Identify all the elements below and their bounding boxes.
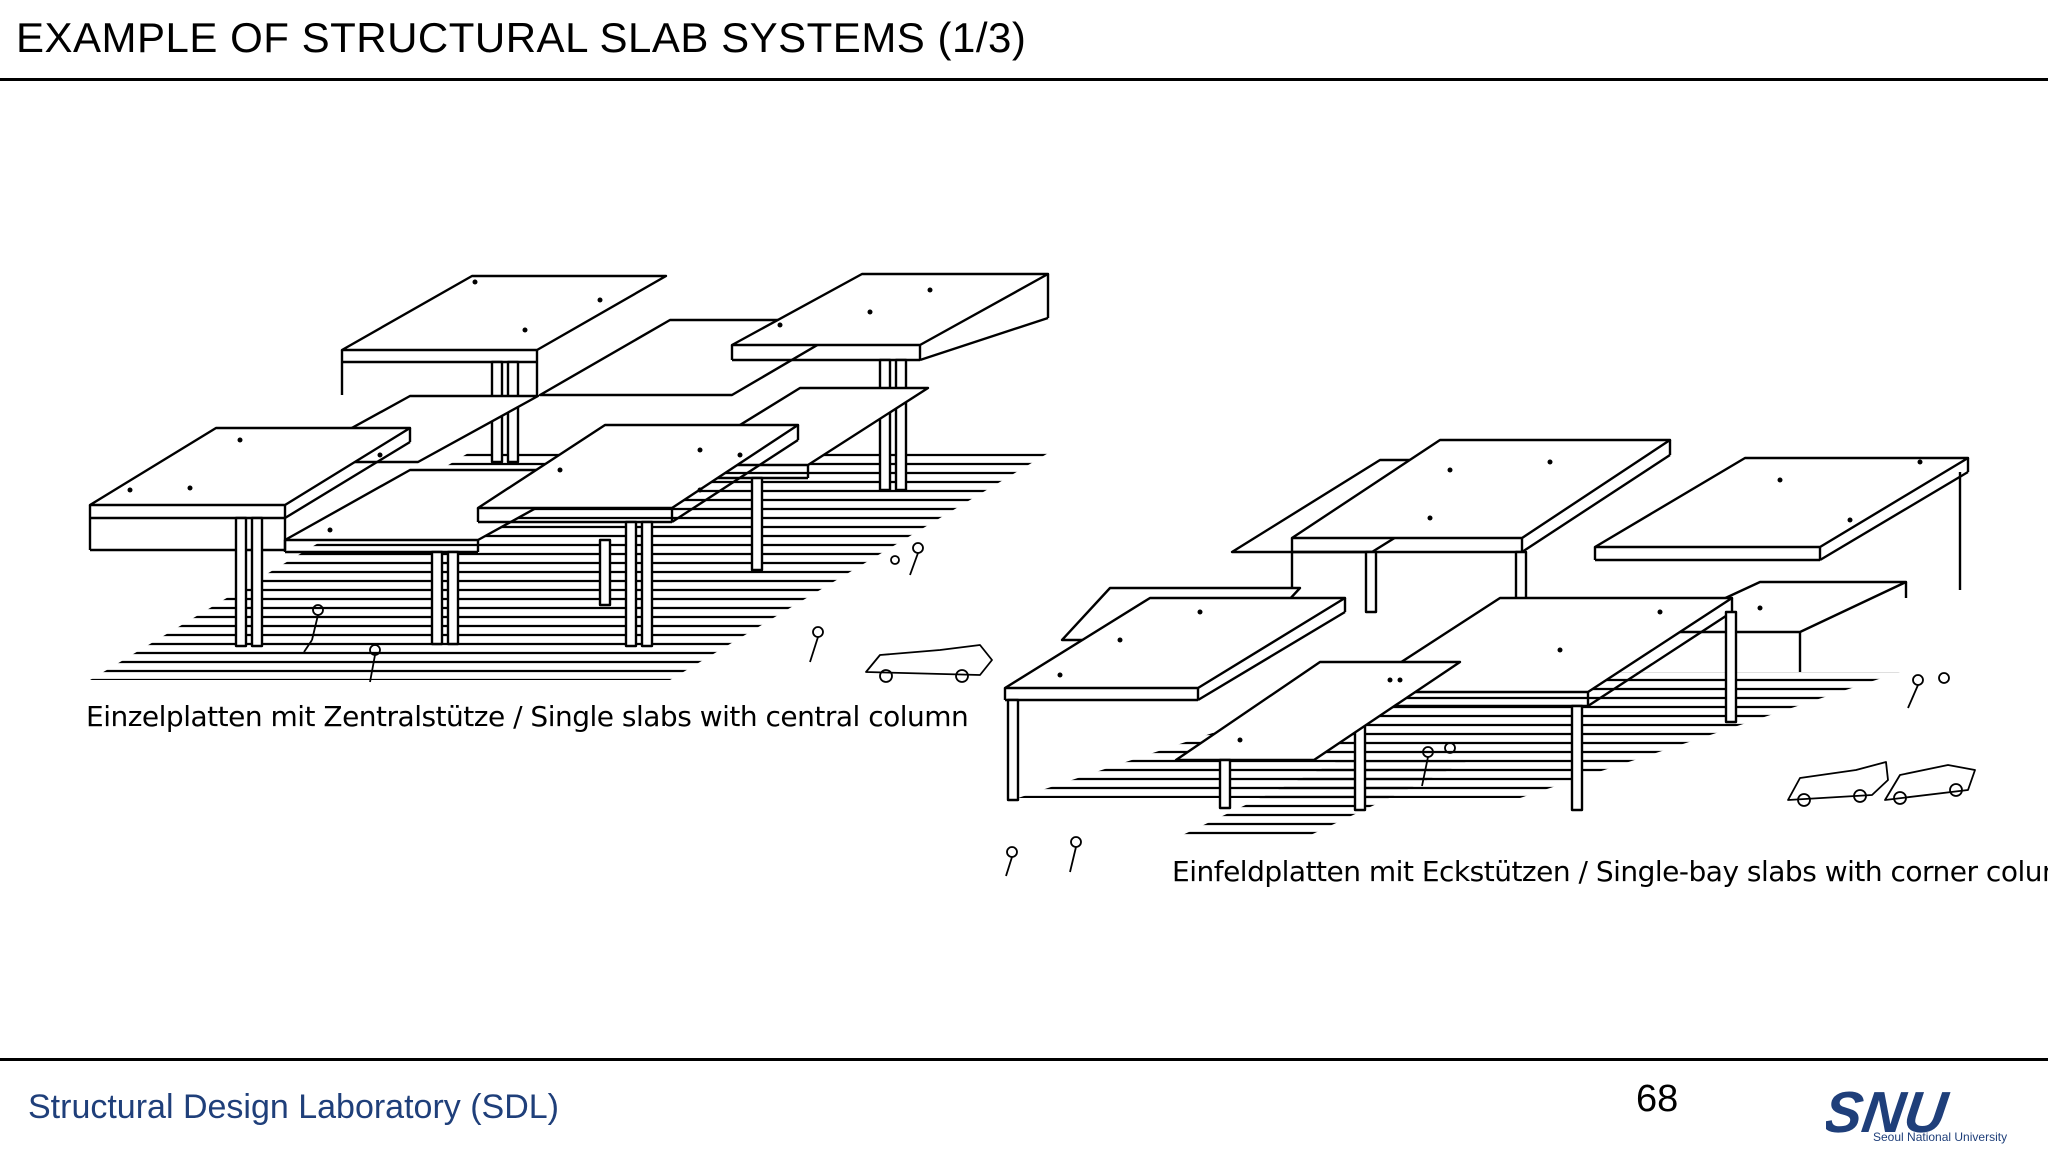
left-car-sketch: [865, 644, 993, 683]
right-figure-caption: Einfeldplatten mit Eckstützen / Single-b…: [1172, 855, 2048, 888]
right-slab-back-3: [1593, 456, 1970, 549]
left-ground-hatch: [90, 452, 1050, 680]
logo-subtitle: Seoul National University: [1873, 1130, 2008, 1144]
right-slab-figure: [1003, 438, 1976, 877]
left-figure-caption: Einzelplatten mit Zentralstütze / Single…: [86, 700, 969, 733]
right-slab-front-3: [1174, 660, 1462, 762]
right-car-sketches: [1787, 761, 1976, 807]
title-rule: [0, 78, 2048, 81]
right-people-sketch: [1005, 672, 1950, 877]
footer-lab-name: Structural Design Laboratory (SDL): [28, 1088, 560, 1126]
slab-systems-illustration: [88, 272, 1976, 877]
slide-title: EXAMPLE OF STRUCTURAL SLAB SYSTEMS (1/3): [16, 14, 1027, 61]
left-people-sketch: [303, 542, 924, 683]
footer-rule: [0, 1058, 2048, 1061]
right-slab-specks: [1057, 459, 1923, 743]
snu-logo: SNU: [1826, 1080, 1953, 1145]
left-slab-specks: [127, 279, 933, 533]
left-slab-figure: [88, 272, 1050, 683]
page-number: 68: [1636, 1078, 1679, 1120]
right-ground-hatch: [1018, 672, 1900, 798]
left-slab-front-1: [88, 426, 412, 507]
svg-text:SNU: SNU: [1826, 1080, 1953, 1145]
right-ground-hatch-2: [1172, 760, 1470, 840]
left-slab-back-1: [340, 274, 668, 352]
